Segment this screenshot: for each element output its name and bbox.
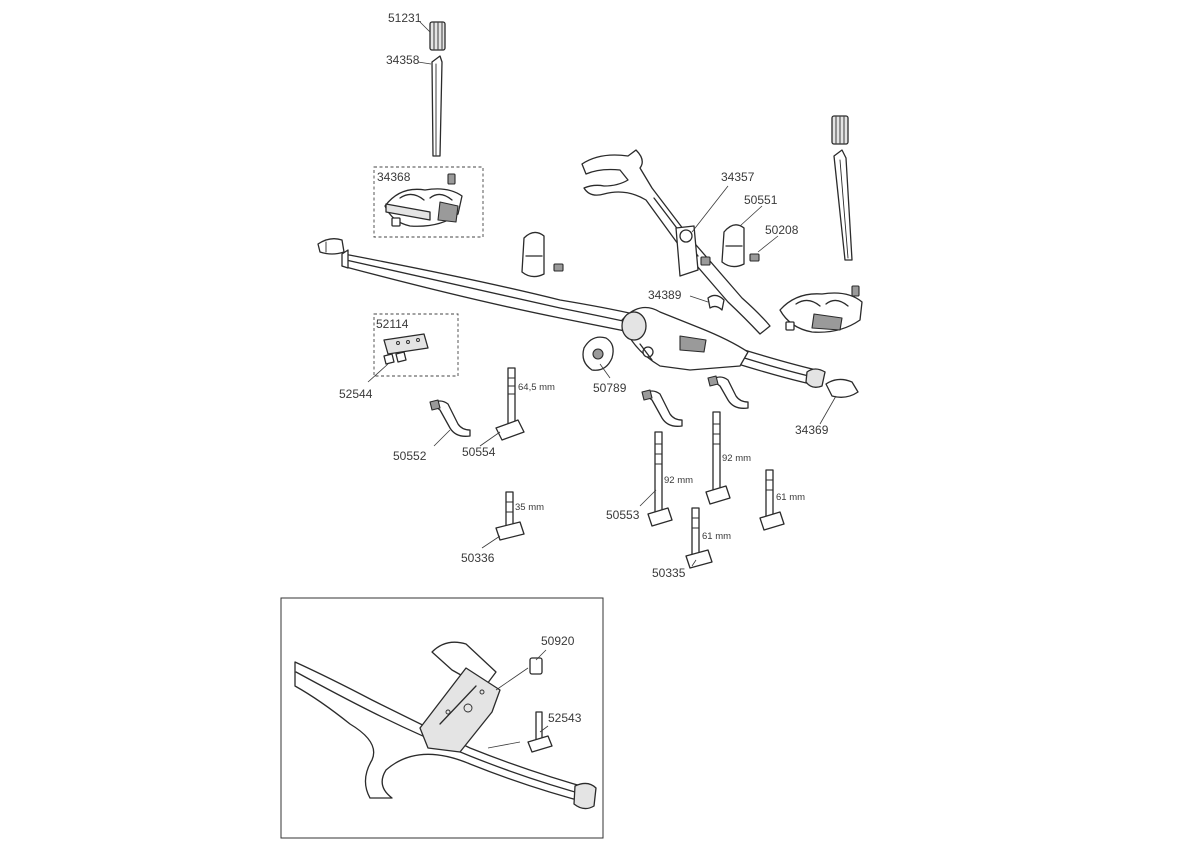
detail-box-52114 (373, 313, 459, 377)
label-52543: 52543 (548, 711, 582, 725)
label-34357: 34357 (721, 170, 755, 184)
label-34369: 34369 (795, 423, 829, 437)
t-bolt-part-50336 (495, 491, 525, 541)
label-50208: 50208 (765, 223, 799, 237)
inset-bushing-part (529, 657, 543, 675)
label-50551: 50551 (744, 193, 778, 207)
t-bolt-part-61mm-right (759, 469, 785, 531)
dimension-92mm-left: 92 mm (664, 475, 693, 486)
inset-detail-frame (280, 597, 604, 839)
dimension-61mm-lower: 61 mm (702, 531, 731, 542)
t-bolt-part-92mm-right (705, 411, 731, 505)
label-50920: 50920 (541, 634, 575, 648)
label-50552: 50552 (393, 449, 427, 463)
dimension-92mm-right: 92 mm (722, 453, 751, 464)
inset-t-bolt-part (527, 711, 553, 753)
inset-clamp-part (419, 641, 501, 753)
strap-loop-part (707, 294, 725, 311)
wheel-tray-part-right (779, 285, 863, 333)
rail-cap-part (521, 231, 564, 278)
label-34358: 34358 (386, 53, 420, 67)
rail-end-cap-right (825, 378, 859, 398)
label-51231: 51231 (388, 11, 422, 25)
u-bracket-part-center-b (707, 375, 749, 409)
label-34389: 34389 (648, 288, 682, 302)
mounting-plate-part (383, 333, 429, 365)
wheel-holder-arm-part-right (833, 149, 853, 261)
dimension-35mm: 35 mm (515, 502, 544, 513)
clamp-head-part (621, 306, 749, 371)
label-50554: 50554 (462, 445, 496, 459)
rail-end-cap-left (317, 238, 345, 255)
label-50335: 50335 (652, 566, 686, 580)
dimension-61mm-right: 61 mm (776, 492, 805, 503)
dimension-64-5mm: 64,5 mm (518, 382, 555, 393)
t-bolt-part-50554 (495, 367, 525, 441)
label-50336: 50336 (461, 551, 495, 565)
t-bolt-part-50335 (685, 507, 713, 569)
t-bolt-part-50553 (647, 431, 673, 527)
frame-holder-arm-part (581, 149, 771, 335)
u-bracket-part-center-a (641, 389, 683, 427)
u-bracket-part-50552 (429, 399, 471, 437)
tightening-knob-part (582, 336, 614, 371)
frame-holder-cap-part (721, 224, 760, 268)
label-52544: 52544 (339, 387, 373, 401)
inset-rail-part (294, 661, 597, 810)
arm-knob-part (429, 21, 446, 51)
wheel-tray-part-left (384, 173, 463, 227)
label-52114: 52114 (376, 317, 409, 331)
label-50553: 50553 (606, 508, 640, 522)
label-50789: 50789 (593, 381, 627, 395)
arm-knob-part-right (831, 115, 849, 145)
label-34368: 34368 (377, 170, 411, 184)
wheel-holder-arm-part (431, 55, 443, 157)
detail-box-34368 (373, 166, 484, 238)
